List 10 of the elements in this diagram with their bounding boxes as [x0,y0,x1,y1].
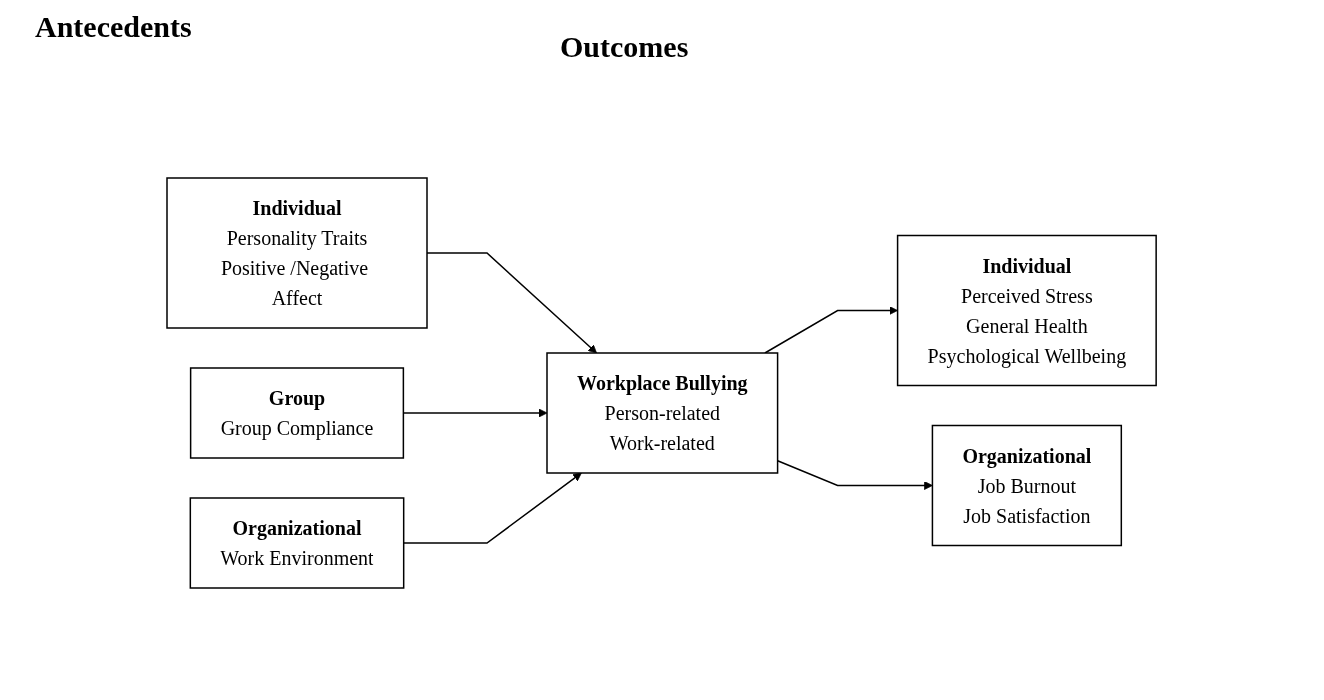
node-box: Organizational Work Environment [190,496,405,589]
node-box: Organizational Job Burnout Job Satisfaction [932,424,1123,546]
section-heading: Antecedents [35,10,192,44]
node-box: Workplace Bullying Person-related Work-related [546,351,779,474]
node-box: Individual Personality Traits Positive /Negative Affect [166,176,429,329]
arrow [764,305,899,354]
node-box: Group Group Compliance [190,366,405,459]
node-box: Individual Perceived Stress General Health Psychological Wellbeing [897,234,1158,386]
section-heading: Outcomes [560,30,689,64]
arrow [403,408,548,417]
